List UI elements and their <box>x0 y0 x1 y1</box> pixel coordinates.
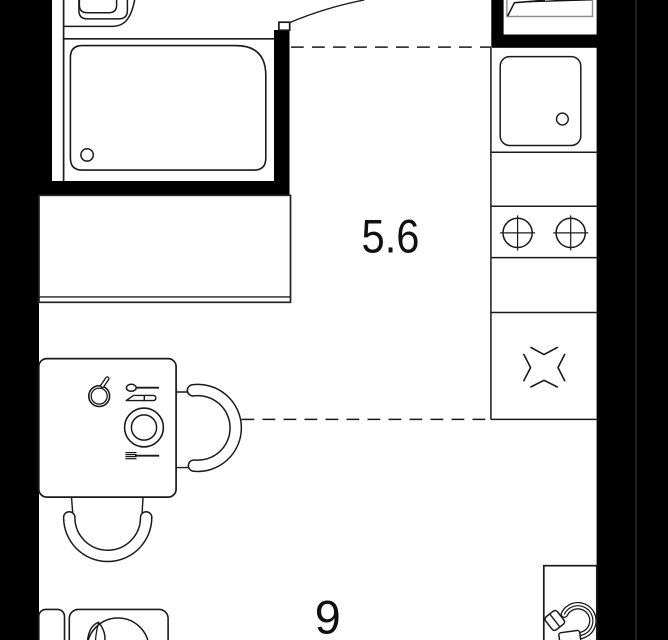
svg-text:9: 9 <box>315 591 341 640</box>
svg-text:5.6: 5.6 <box>362 210 420 263</box>
